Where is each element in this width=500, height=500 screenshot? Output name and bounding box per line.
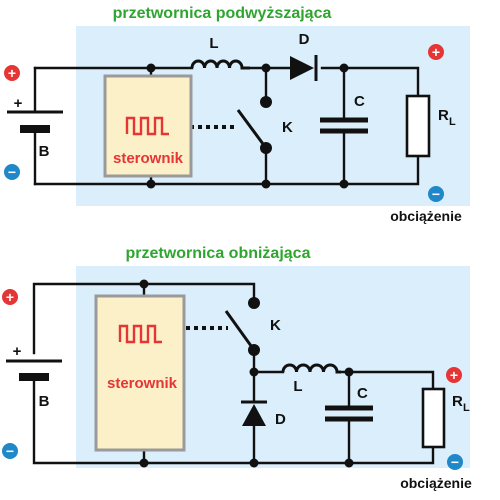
boost-switch-contact-top <box>260 96 272 108</box>
svg-text:−: − <box>6 443 14 459</box>
buck-bottom-wire <box>32 376 435 465</box>
junction-dot <box>146 179 156 189</box>
buck-inductor-label: L <box>293 378 302 395</box>
buck-title: przetwornica obniżająca <box>126 245 311 262</box>
boost-inductor-icon <box>190 59 250 70</box>
boost-battery-plus: + <box>14 95 23 112</box>
buck-inductor-icon <box>281 363 341 374</box>
buck-load-resistor-icon <box>421 387 446 449</box>
buck-controller-label: sterownik <box>107 375 178 392</box>
junction-dot <box>249 458 259 468</box>
boost-load-label-sub: L <box>449 116 456 128</box>
buck-battery-cell <box>19 373 49 381</box>
junction-dot <box>139 458 149 468</box>
junction-dot <box>146 63 156 73</box>
boost-load-caption: obciążenie <box>390 208 462 224</box>
buck-switch-label: K <box>270 317 281 334</box>
buck-load-label-main: R <box>452 393 463 410</box>
boost-switch-icon <box>236 109 268 149</box>
buck-battery-label: B <box>39 393 50 410</box>
boost-battery-cell <box>20 125 50 133</box>
plus-badge-icon: + <box>446 367 462 383</box>
buck-load-label-sub: L <box>463 402 470 414</box>
svg-text:+: + <box>8 65 16 81</box>
boost-top-wire-right <box>320 66 420 98</box>
boost-switch-label: K <box>282 119 293 136</box>
boost-capacitor-label: C <box>354 93 365 110</box>
junction-dot <box>344 458 354 468</box>
minus-badge-icon: − <box>2 443 18 459</box>
buck-output-wire <box>339 370 435 391</box>
boost-inductor-label: L <box>209 35 218 52</box>
buck-switch-contact-top <box>248 297 260 309</box>
boost-converter: przetwornica podwyższająca L D K <box>4 5 470 224</box>
svg-text:−: − <box>451 454 459 470</box>
boost-load-label-main: R <box>438 107 449 124</box>
pulse-wave-icon <box>125 116 169 136</box>
svg-text:−: − <box>8 164 16 180</box>
buck-capacitor-label: C <box>357 385 368 402</box>
junction-dot <box>249 367 259 377</box>
svg-text:+: + <box>432 44 440 60</box>
svg-text:−: − <box>432 186 440 202</box>
junction-dot <box>344 367 354 377</box>
junction-dot <box>139 279 149 289</box>
buck-load-caption: obciążenie <box>400 475 472 491</box>
buck-controller-box <box>94 294 186 452</box>
svg-text:+: + <box>450 367 458 383</box>
junction-dot <box>339 179 349 189</box>
minus-badge-icon: − <box>447 454 463 470</box>
plus-badge-icon: + <box>2 289 18 305</box>
boost-diode-icon <box>290 56 314 80</box>
svg-text:+: + <box>6 289 14 305</box>
plus-badge-icon: + <box>428 44 444 60</box>
pulse-wave-icon <box>118 324 162 344</box>
boost-load-resistor-icon <box>405 94 431 158</box>
buck-switch-icon <box>224 310 256 351</box>
minus-badge-icon: − <box>4 164 20 180</box>
boost-battery-label: B <box>39 143 50 160</box>
plus-badge-icon: + <box>4 65 20 81</box>
boost-controller-label: sterownik <box>113 150 184 167</box>
junction-dot <box>261 179 271 189</box>
buck-diode-icon <box>242 404 266 426</box>
boost-bottom-wire <box>33 154 420 186</box>
minus-badge-icon: − <box>428 186 444 202</box>
boost-diode-label: D <box>299 31 310 48</box>
junction-dot <box>339 63 349 73</box>
buck-diode-label: D <box>275 411 286 428</box>
buck-battery-plus: + <box>13 343 22 360</box>
buck-converter: przetwornica obniżająca K L D <box>2 245 472 491</box>
junction-dot <box>261 63 271 73</box>
boost-title: przetwornica podwyższająca <box>113 5 332 22</box>
